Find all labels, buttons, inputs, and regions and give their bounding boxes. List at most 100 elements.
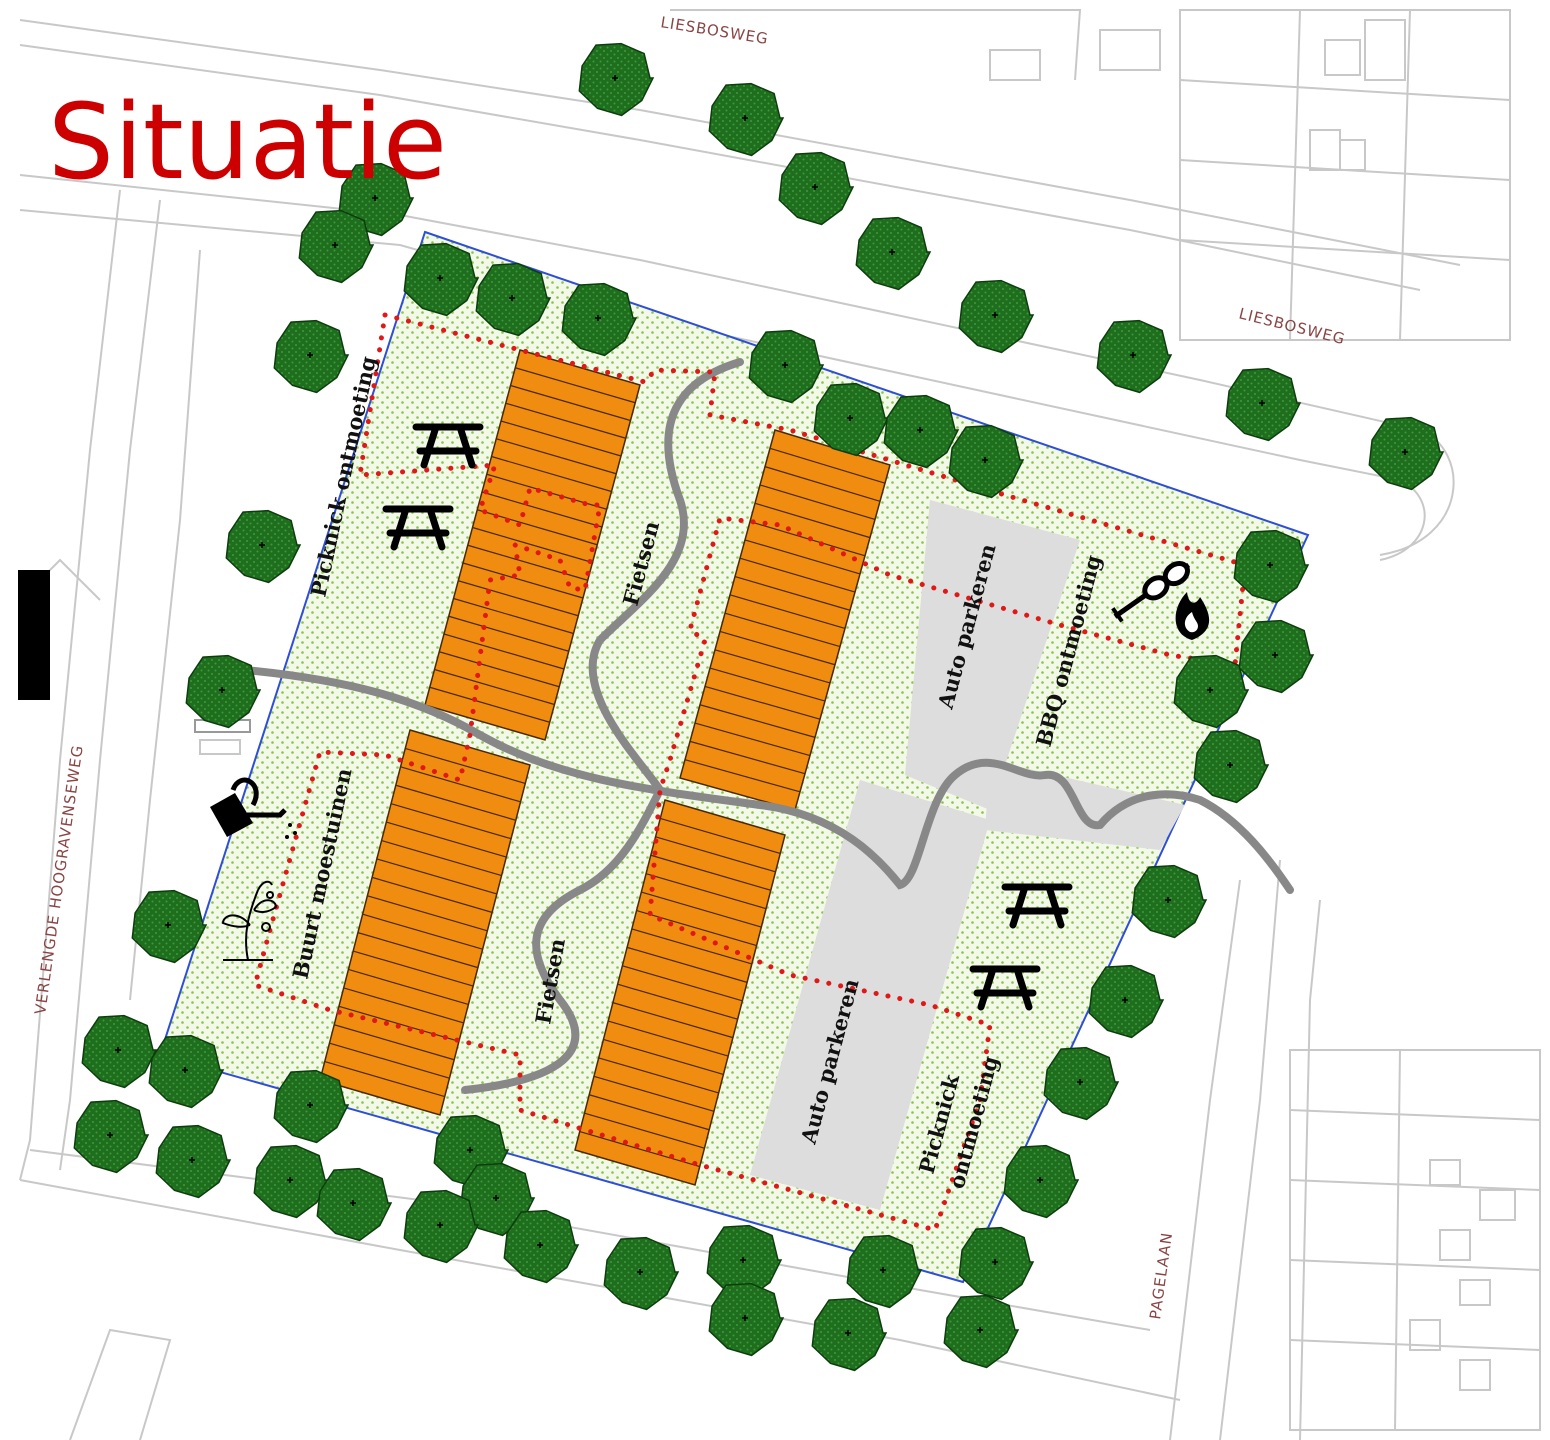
tree-icon — [748, 329, 825, 404]
garden-bed-row — [453, 597, 574, 635]
tree-icon — [148, 1034, 225, 1109]
garden-bed-row — [617, 983, 738, 1020]
tree-icon — [403, 242, 480, 317]
garden-bed-row — [754, 502, 871, 539]
garden-bed-row — [390, 803, 512, 840]
garden-bed-row — [505, 402, 626, 439]
garden-bed-row — [472, 526, 593, 564]
fire-icon — [1175, 592, 1210, 640]
tree-icon — [475, 262, 552, 337]
garden-bed-row — [626, 946, 748, 983]
garden-bed-row — [362, 913, 483, 950]
garden-bed-row — [400, 766, 521, 803]
tree-icon — [1238, 619, 1315, 694]
garden-bed-row — [769, 447, 886, 484]
garden-bed-row — [584, 1112, 705, 1149]
garden-bed-row — [699, 704, 816, 738]
garden-bed-row — [598, 1057, 719, 1094]
garden-bed-row — [704, 685, 821, 720]
garden-bed-row — [462, 562, 584, 599]
tree-icon — [708, 82, 785, 157]
watering-can-icon — [210, 777, 297, 839]
garden-bed-row — [729, 594, 846, 629]
garden-bed-row — [515, 367, 636, 404]
tree-icon — [811, 1297, 888, 1372]
garden-bed-row — [434, 668, 555, 706]
bbq-grill-icon — [1111, 560, 1191, 623]
tree-icon — [73, 1099, 150, 1174]
garden-bed-row — [709, 667, 826, 702]
garden-bed-row — [593, 1075, 715, 1112]
garden-bed-row — [641, 891, 762, 928]
garden-bed-row — [386, 821, 507, 858]
garden-bed-row — [448, 615, 569, 652]
garden-bed-row — [481, 491, 603, 528]
garden-bed-row — [650, 854, 771, 891]
garden-bed-row — [343, 987, 464, 1024]
tree-icon — [273, 319, 350, 394]
garden-bed-row — [589, 1094, 710, 1131]
garden-bed-row — [603, 1038, 724, 1076]
tree-icon — [403, 1189, 480, 1264]
garden-bed-row — [660, 817, 781, 854]
tree-icon — [253, 1144, 330, 1219]
tree-icon — [1003, 1144, 1080, 1219]
tree-icon — [155, 1124, 232, 1199]
garden-bed-row — [324, 1061, 445, 1098]
garden-bed-row — [684, 759, 801, 793]
tree-icon — [958, 279, 1035, 354]
garden-bed-row — [622, 965, 743, 1002]
tree-icon — [883, 394, 960, 469]
building-wall — [18, 570, 50, 700]
tree-icon — [298, 209, 375, 284]
footpaths — [241, 358, 1294, 1094]
picnic-table-icon — [1001, 883, 1073, 929]
garden-bed-row — [579, 1131, 700, 1168]
road-label-pagelaan: PAGELAAN — [1146, 1231, 1176, 1321]
tree-icon — [1368, 416, 1445, 491]
garden-bed-row — [334, 1024, 455, 1061]
garden-bed-row — [655, 836, 776, 873]
page-title: Situatie — [48, 81, 447, 203]
tree-icon — [846, 1234, 923, 1309]
garden-bed-row — [636, 909, 757, 947]
garden-bed-row — [645, 873, 767, 910]
garden-bed-row — [607, 1020, 729, 1057]
tree-icon — [81, 1014, 158, 1089]
garden-bed-row — [694, 722, 811, 757]
garden-bed-row — [376, 858, 498, 895]
garden-bed-row — [439, 651, 560, 688]
garden-bed-row — [371, 876, 493, 913]
tree-icon — [948, 424, 1025, 499]
garden-bed — [574, 799, 786, 1186]
tree-icon — [578, 42, 655, 117]
plant-icon — [221, 880, 278, 961]
garden-bed-row — [458, 580, 579, 617]
road-label-liesbosweg-east: LIESBOSWEG — [1237, 304, 1347, 348]
garden-bed-row — [719, 630, 836, 666]
tree-icon — [1096, 319, 1173, 394]
tree-icon — [603, 1236, 680, 1311]
garden-bed-row — [357, 932, 479, 969]
tree-icon — [1225, 367, 1302, 442]
picnic-table-icon — [412, 423, 484, 469]
garden-bed-row — [367, 895, 488, 932]
tree-icon — [131, 889, 208, 964]
tree-icon — [708, 1282, 785, 1357]
garden-bed-row — [744, 539, 861, 575]
garden-bed-row — [749, 521, 866, 557]
garden-bed-row — [739, 557, 856, 593]
tree-icon — [185, 654, 262, 729]
garden-bed-row — [496, 438, 617, 475]
tree-icon — [1088, 964, 1165, 1039]
garden-bed-row — [381, 839, 502, 877]
tree-icon — [778, 151, 855, 226]
garden-bed-row — [724, 612, 841, 648]
tree-icon — [1173, 654, 1250, 729]
picnic-table-icon — [969, 965, 1041, 1011]
tree-icon — [1233, 529, 1310, 604]
garden-bed-rows — [324, 367, 886, 1168]
garden-bed — [319, 729, 531, 1116]
tree-icon — [855, 216, 932, 291]
